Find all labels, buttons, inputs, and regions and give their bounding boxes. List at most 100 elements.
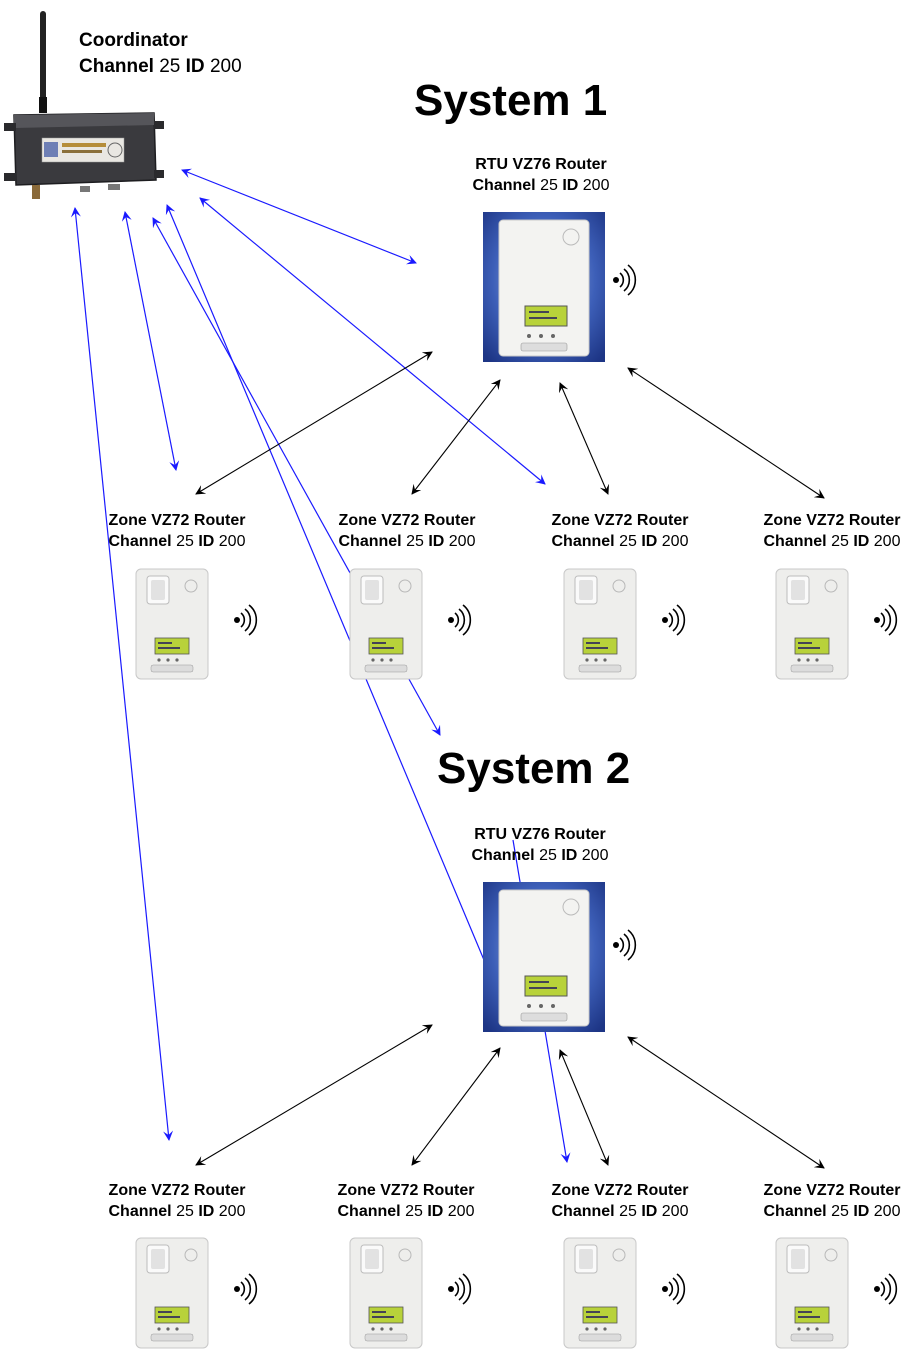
zone-1-1-name: Zone VZ72 Router — [108, 512, 246, 529]
link-rtu1-zone1-3 — [558, 382, 610, 495]
zone-2-3-signal-icon — [659, 1269, 689, 1314]
zone-1-4-id-label: ID — [853, 533, 870, 550]
link-rtu2-zone2-4 — [627, 1036, 825, 1169]
zone-2-4-device-icon — [775, 1237, 849, 1349]
zone-1-3-id-label: ID — [641, 533, 658, 550]
rtu-1-channel-value: 25 — [540, 177, 558, 194]
zone-1-2-signal-icon — [445, 600, 475, 645]
zone-2-3-label: Zone VZ72 Router Channel 25 ID 200 — [535, 1180, 705, 1222]
rtu-2-id-label: ID — [561, 847, 578, 864]
zone-1-4-device-icon — [775, 568, 849, 680]
zone-1-1-id-value: 200 — [218, 533, 246, 550]
zone-1-4-id-value: 200 — [873, 533, 901, 550]
zone-2-4-name: Zone VZ72 Router — [763, 1182, 901, 1199]
zone-1-4-channel-label: Channel — [763, 533, 827, 550]
link-coordinator-rtu2 — [165, 204, 485, 961]
rtu-1-id-value: 200 — [582, 177, 610, 194]
zone-2-3-name: Zone VZ72 Router — [551, 1182, 689, 1199]
zone-1-2-device-icon — [349, 568, 423, 680]
zone-2-4-channel-label: Channel — [763, 1203, 827, 1220]
zone-1-4-signal-icon — [871, 600, 901, 645]
zone-1-3-channel-label: Channel — [551, 533, 615, 550]
zone-2-2-id-label: ID — [427, 1203, 444, 1220]
zone-2-4-label: Zone VZ72 Router Channel 25 ID 200 — [747, 1180, 917, 1222]
zone-2-2-channel-value: 25 — [405, 1203, 423, 1220]
zone-1-1-device-icon — [135, 568, 209, 680]
rtu-2-channel-label: Channel — [471, 847, 535, 864]
zone-1-3-id-value: 200 — [661, 533, 689, 550]
zone-1-2-id-value: 200 — [448, 533, 476, 550]
rtu-2-channel-value: 25 — [539, 847, 557, 864]
zone-1-3-device-icon — [563, 568, 637, 680]
zone-2-1-label: Zone VZ72 Router Channel 25 ID 200 — [92, 1180, 262, 1222]
link-coordinator-zone1-1 — [121, 211, 180, 471]
zone-1-2-label: Zone VZ72 Router Channel 25 ID 200 — [322, 510, 492, 552]
zone-2-4-id-label: ID — [853, 1203, 870, 1220]
rtu-1-name: RTU VZ76 Router — [475, 156, 607, 173]
zone-1-2-id-label: ID — [428, 533, 445, 550]
zone-1-3-channel-value: 25 — [619, 533, 637, 550]
rtu-1-label: RTU VZ76 Router Channel 25 ID 200 — [441, 154, 641, 196]
zone-1-4-channel-value: 25 — [831, 533, 849, 550]
zone-2-4-channel-value: 25 — [831, 1203, 849, 1220]
link-rtu1-zone1-1 — [195, 351, 433, 495]
zone-2-1-signal-icon — [231, 1269, 261, 1314]
zone-1-4-label: Zone VZ72 Router Channel 25 ID 200 — [747, 510, 917, 552]
coordinator-channel-value: 25 — [159, 56, 181, 77]
zone-1-3-label: Zone VZ72 Router Channel 25 ID 200 — [535, 510, 705, 552]
rtu-1-signal-icon — [610, 260, 640, 305]
rtu-1-channel-label: Channel — [472, 177, 536, 194]
link-rtu2-zone2-3 — [558, 1049, 610, 1166]
zone-1-2-name: Zone VZ72 Router — [338, 512, 476, 529]
rtu-2-name: RTU VZ76 Router — [474, 826, 606, 843]
zone-2-3-device-icon — [563, 1237, 637, 1349]
zone-1-2-channel-value: 25 — [406, 533, 424, 550]
zone-2-1-name: Zone VZ72 Router — [108, 1182, 246, 1199]
zone-2-4-signal-icon — [871, 1269, 901, 1314]
zone-2-1-channel-label: Channel — [108, 1203, 172, 1220]
system-2-title: System 2 — [437, 744, 631, 793]
link-rtu2-zone2-1 — [195, 1024, 433, 1166]
coordinator-channel-label: Channel — [79, 56, 154, 77]
link-rtu1-zone1-2 — [411, 379, 501, 495]
rtu-2-id-value: 200 — [581, 847, 609, 864]
link-coordinator-rtu1 — [181, 168, 417, 265]
link-coordinator-zone2-1 — [70, 207, 174, 1141]
zone-1-2-channel-label: Channel — [338, 533, 402, 550]
zone-1-1-signal-icon — [231, 600, 261, 645]
zone-2-4-id-value: 200 — [873, 1203, 901, 1220]
zone-1-1-channel-label: Channel — [108, 533, 172, 550]
zone-1-4-name: Zone VZ72 Router — [763, 512, 901, 529]
rtu-2-signal-icon — [610, 925, 640, 970]
zone-2-2-label: Zone VZ72 Router Channel 25 ID 200 — [321, 1180, 491, 1222]
link-rtu1-zone1-4 — [627, 367, 825, 499]
zone-2-2-device-icon — [349, 1237, 423, 1349]
zone-2-1-id-label: ID — [198, 1203, 215, 1220]
zone-2-1-device-icon — [135, 1237, 209, 1349]
system-1-title: System 1 — [414, 76, 608, 125]
zone-1-3-name: Zone VZ72 Router — [551, 512, 689, 529]
coordinator-device-icon — [4, 5, 174, 205]
link-rtu2-zone2-2 — [411, 1047, 501, 1166]
zone-2-3-id-value: 200 — [661, 1203, 689, 1220]
coordinator-id-value: 200 — [209, 56, 242, 77]
zone-2-3-channel-label: Channel — [551, 1203, 615, 1220]
zone-2-2-id-value: 200 — [447, 1203, 475, 1220]
coordinator-label: Coordinator Channel 25 ID 200 — [79, 28, 242, 80]
rtu-1-id-label: ID — [562, 177, 579, 194]
zone-2-1-id-value: 200 — [218, 1203, 246, 1220]
zone-2-1-channel-value: 25 — [176, 1203, 194, 1220]
zone-1-1-label: Zone VZ72 Router Channel 25 ID 200 — [92, 510, 262, 552]
coordinator-id-label: ID — [185, 56, 205, 77]
zone-2-2-name: Zone VZ72 Router — [337, 1182, 475, 1199]
rtu-1-device-icon — [483, 212, 605, 362]
zone-1-3-signal-icon — [659, 600, 689, 645]
rtu-2-label: RTU VZ76 Router Channel 25 ID 200 — [440, 824, 640, 866]
zone-1-1-id-label: ID — [198, 533, 215, 550]
zone-2-3-id-label: ID — [641, 1203, 658, 1220]
coordinator-title: Coordinator — [79, 30, 188, 51]
zone-1-1-channel-value: 25 — [176, 533, 194, 550]
zone-2-3-channel-value: 25 — [619, 1203, 637, 1220]
zone-2-2-channel-label: Channel — [337, 1203, 401, 1220]
